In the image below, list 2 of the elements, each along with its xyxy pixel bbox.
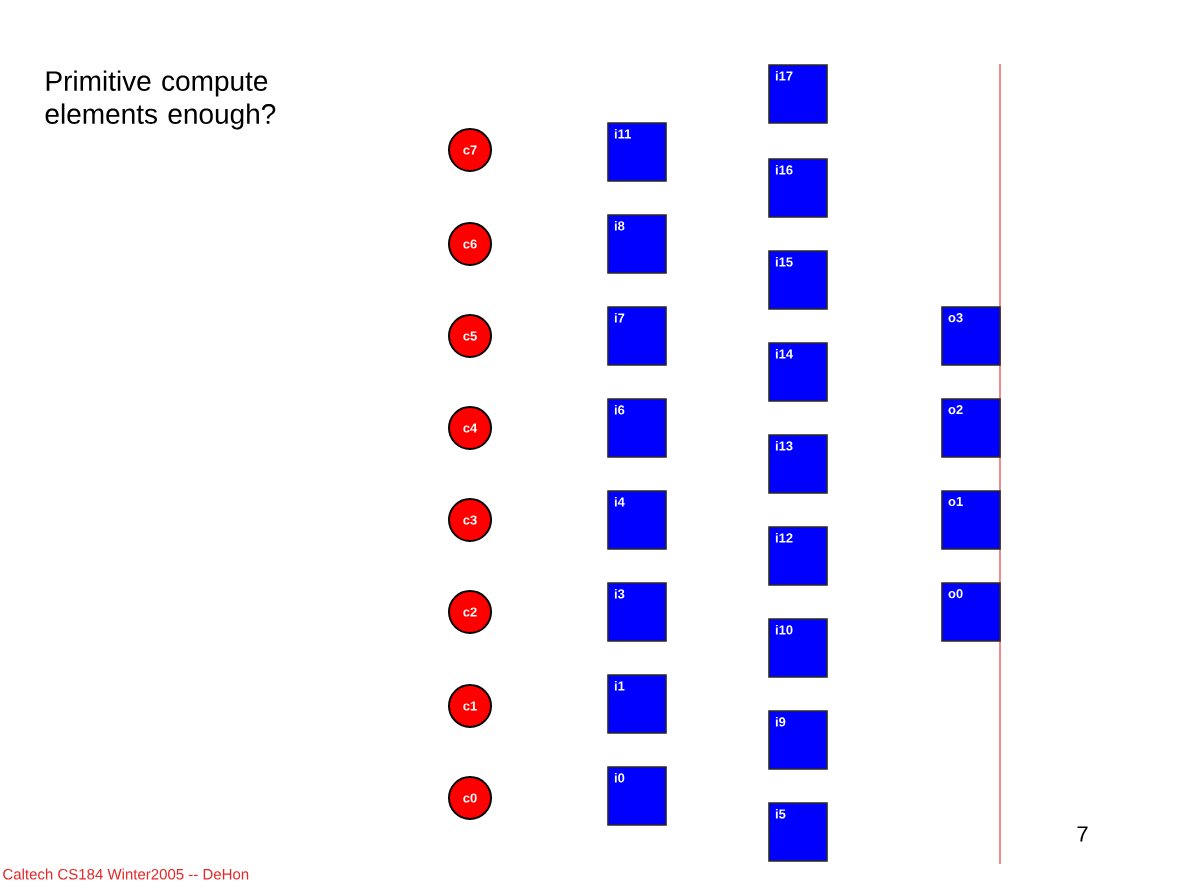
page-number: 7 [1077,826,1088,842]
title: Primitive compute elements enough? [45,70,276,130]
